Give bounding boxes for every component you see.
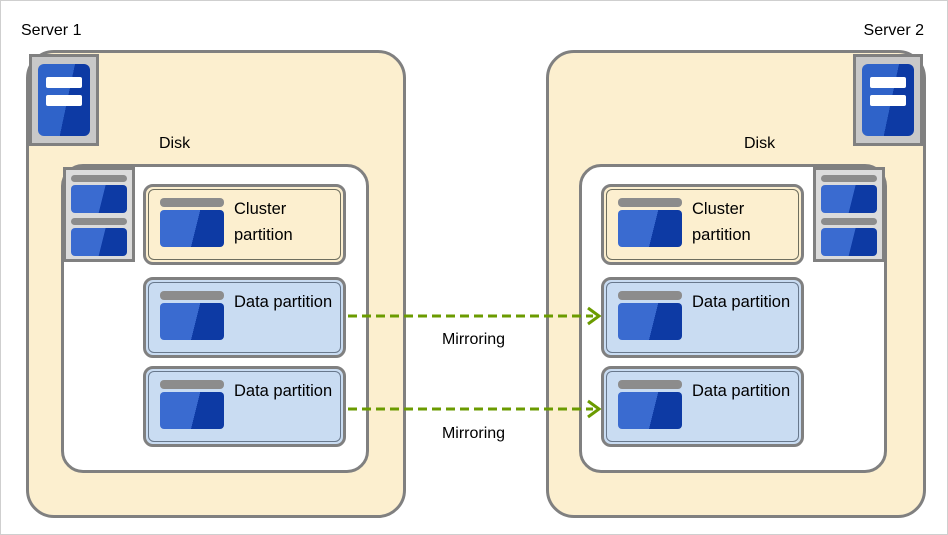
disk-icon [63, 167, 135, 262]
server-2-label: Server 2 [863, 22, 924, 39]
data-partition-box: Data partition [601, 277, 804, 358]
partition-label: Data partition [692, 293, 791, 311]
server-1-box: Disk Cluster partition Data partition [26, 50, 406, 518]
disk-icon [813, 167, 885, 262]
server-icon [853, 54, 923, 146]
server-1-label: Server 1 [21, 22, 82, 39]
disk-label: Disk [159, 135, 191, 152]
partition-icon [618, 380, 682, 429]
server-tower-icon [862, 64, 914, 136]
partition-icon [618, 291, 682, 340]
server-tower-icon [38, 64, 90, 136]
mirroring-label: Mirroring [441, 331, 506, 348]
server-icon [29, 54, 99, 146]
partition-icon [618, 198, 682, 247]
partition-icon [160, 291, 224, 340]
partition-icon [160, 198, 224, 247]
mirroring-label: Mirroring [441, 425, 506, 442]
cluster-partition-box: Cluster partition [143, 184, 346, 265]
data-partition-box: Data partition [143, 366, 346, 447]
disk-label: Disk [744, 135, 776, 152]
partition-label: Data partition [234, 293, 333, 311]
partition-label: Cluster partition [692, 200, 751, 244]
partition-label: Cluster partition [234, 200, 293, 244]
partition-icon [160, 380, 224, 429]
server-2-box: Disk Cluster partition Data partition [546, 50, 926, 518]
data-partition-box: Data partition [601, 366, 804, 447]
partition-label: Data partition [234, 382, 333, 400]
data-partition-box: Data partition [143, 277, 346, 358]
cluster-partition-box: Cluster partition [601, 184, 804, 265]
partition-label: Data partition [692, 382, 791, 400]
